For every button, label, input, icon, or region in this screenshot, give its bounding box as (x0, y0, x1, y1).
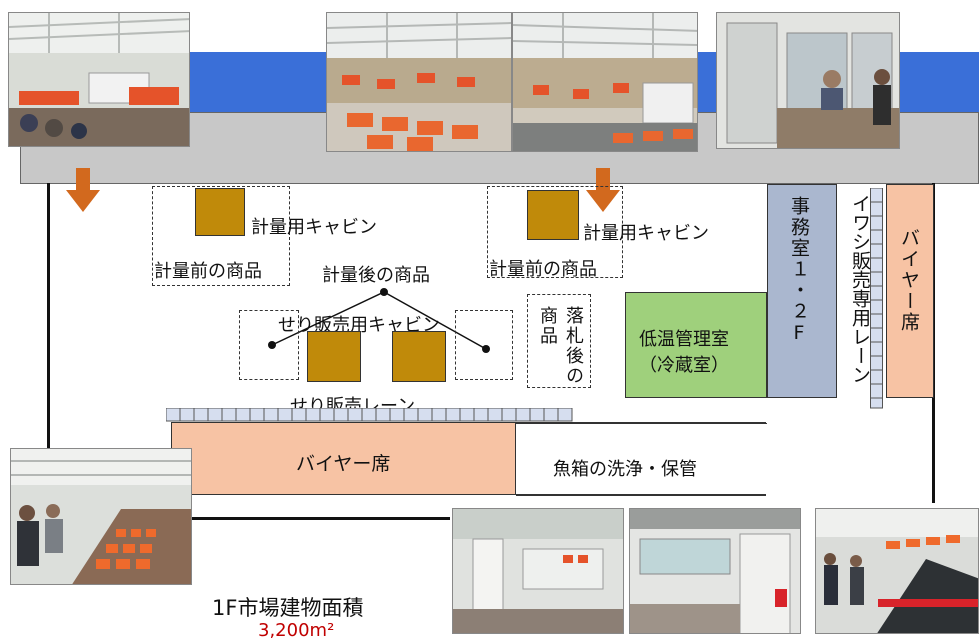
photo-hall-top-view-left (326, 12, 512, 152)
weighing-cabin-left-label: 計量用キャビン (251, 217, 377, 238)
photo-office-window (716, 12, 900, 149)
buyer-seats-right-label: バイヤー席 (898, 228, 920, 333)
fishbox-area-top-line (516, 422, 766, 424)
sardine-lane-photo-icon (816, 509, 978, 633)
wash-area-photo-icon (453, 509, 623, 633)
buyer-seats-photo-icon (11, 449, 191, 584)
photo-storage-area (629, 508, 801, 634)
cold-room-label-line2: （冷蔵室） (639, 355, 729, 376)
buyer-seats-bottom (171, 422, 516, 495)
weighing-cabin-right (527, 190, 579, 240)
building-area-label: 1F市場建物面積 (212, 596, 364, 620)
building-wall-bottom (190, 517, 450, 520)
auction-goods-zone-right (455, 310, 513, 380)
auction-lane-conveyor (166, 408, 573, 422)
photo-buyer-seats (10, 448, 192, 585)
after-bid-goods-zone (527, 294, 591, 388)
sardine-lane-conveyor (870, 188, 883, 409)
photo-auction-hall-seats (8, 12, 190, 147)
auction-cabin-1 (307, 331, 361, 382)
corridor-blue-band-left (188, 52, 328, 112)
office-photo-icon (717, 13, 899, 148)
hall-photo-icon (513, 13, 697, 151)
sardine-lane-label: イワシ販売専用レーン (849, 194, 871, 384)
fishbox-wash-label: 魚箱の洗浄・保管 (553, 459, 697, 480)
building-wall-left (47, 183, 50, 453)
buyer-seats-bottom-label: バイヤー席 (296, 453, 391, 475)
before-weighing-zone-right (487, 186, 623, 278)
before-weighing-right-label: 計量前の商品 (489, 259, 597, 280)
auction-goods-zone-left (239, 310, 299, 380)
weighing-cabin-left (195, 188, 245, 236)
entry-arrow-left-icon (66, 168, 100, 212)
office-label: 事務室１・２F (788, 196, 810, 346)
after-bid-goods-label: 落札後の商品 (537, 306, 584, 386)
photo-hall-top-view-right (512, 12, 698, 152)
office-room (767, 184, 837, 398)
after-weighing-label: 計量後の商品 (322, 265, 430, 286)
auction-hall-photo-icon (9, 13, 189, 146)
storage-area-photo-icon (630, 509, 800, 633)
before-weighing-left-label: 計量前の商品 (154, 261, 262, 282)
hall-photo-icon (327, 13, 511, 151)
corridor-blue-band-far-right (900, 52, 979, 112)
cold-room-label-line1: 低温管理室 (639, 329, 729, 350)
photo-sardine-lane (815, 508, 979, 634)
auction-cabin-2 (392, 331, 446, 382)
fishbox-area-bottom-line (516, 494, 766, 496)
auction-cabin-label: せり販売用キャビン (278, 315, 440, 336)
cold-room-ext-line (625, 423, 767, 424)
before-weighing-zone-left (152, 186, 290, 286)
photo-wash-area (452, 508, 624, 634)
buyer-seats-right (886, 184, 934, 398)
weighing-cabin-right-label: 計量用キャビン (583, 223, 709, 244)
building-area-value: 3,200m² (258, 620, 335, 641)
cold-room (625, 292, 767, 398)
